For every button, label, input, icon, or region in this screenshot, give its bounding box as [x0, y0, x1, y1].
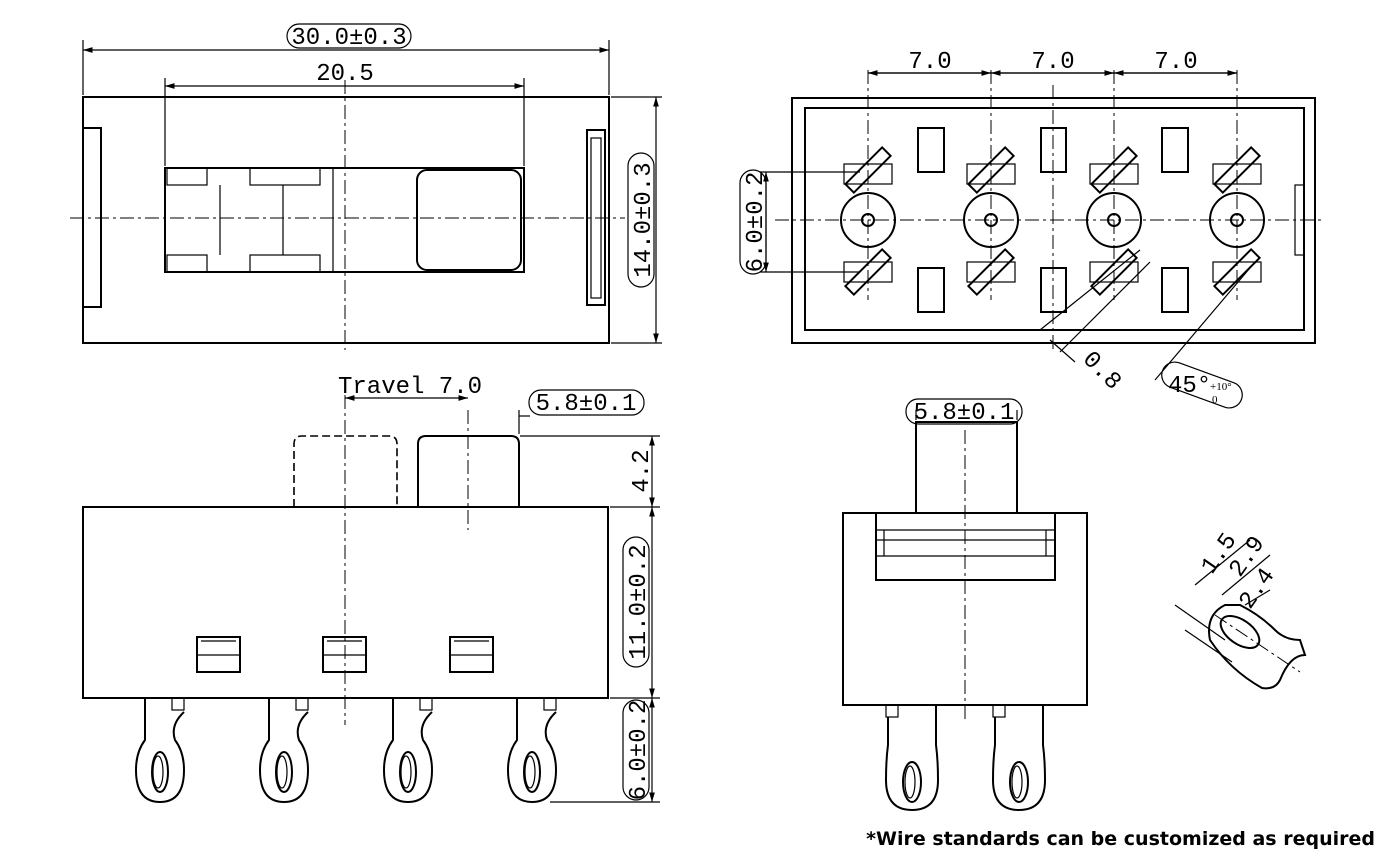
- knob-width-dim: 5.8±0.1: [536, 391, 637, 418]
- end-knob-width-dim: 5.8±0.1: [914, 400, 1015, 427]
- travel-dim: Travel 7.0: [338, 374, 482, 401]
- slider-span-dim: 20.5: [316, 61, 374, 88]
- pitch-dim-3: 7.0: [1154, 49, 1197, 76]
- terminal-thickness-dim: 0.8: [1076, 347, 1126, 397]
- pitch-dim-1: 7.0: [908, 49, 951, 76]
- angle-tol-upper: +10°: [1210, 381, 1232, 393]
- end-view: 5.8±0.1: [842, 398, 1088, 812]
- body-height-dim: 11.0±0.2: [626, 544, 653, 659]
- knob-height-dim: 4.2: [629, 449, 656, 492]
- top-view: 30.0±0.3 20.5 14.0±0.3: [70, 23, 662, 350]
- angle-dim: 45°: [1168, 373, 1211, 400]
- pitch-dim-2: 7.0: [1031, 49, 1074, 76]
- terminal-length-dim: 6.0±0.2: [626, 700, 653, 801]
- angle-tol-lower: 0: [1212, 394, 1218, 406]
- side-view: Travel 7.0 5.8±0.1 4.2 11.0±0.2 6.0±0.2: [82, 374, 660, 804]
- terminal-detail: 1.5 2.9 2.4: [1174, 529, 1307, 690]
- overall-width-dim: 14.0±0.3: [631, 162, 658, 277]
- footnote: *Wire standards can be customized as req…: [866, 828, 1375, 850]
- bottom-view: 7.0 7.0 7.0 6.0±0.2 0.8 45° +10° 0: [739, 49, 1325, 409]
- row-spacing-dim: 6.0±0.2: [743, 172, 770, 273]
- overall-length-dim: 30.0±0.3: [291, 25, 406, 52]
